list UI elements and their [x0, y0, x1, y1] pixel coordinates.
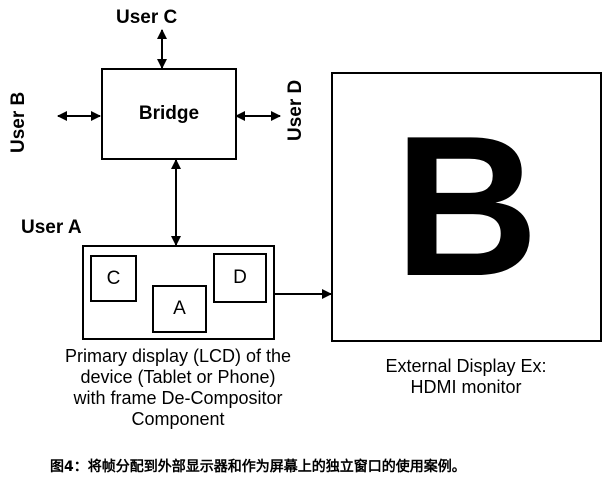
primary-display-caption: Primary display (LCD) of the device (Tab… [64, 346, 292, 429]
window-a-label: A [173, 298, 186, 319]
external-display-caption: External Display Ex: HDMI monitor [385, 356, 547, 397]
window-c: C [90, 255, 137, 302]
external-display-letter: B [394, 95, 539, 318]
figure-caption: 图4：将帧分配到外部显示器和作为屏幕上的独立窗口的使用案例。 [50, 459, 466, 475]
bridge-label: Bridge [138, 103, 200, 124]
primary-display-box: C A D [82, 245, 275, 340]
user-c-label: User C [116, 7, 178, 28]
window-a: A [152, 285, 207, 333]
window-c-label: C [106, 267, 121, 289]
window-d-label: D [233, 267, 247, 288]
user-b-label: User B [8, 91, 29, 153]
user-a-label: User A [21, 217, 82, 238]
user-d-label: User D [285, 79, 306, 141]
bridge-box: Bridge [101, 68, 237, 160]
window-d: D [213, 253, 267, 303]
external-display-box: B [331, 72, 602, 342]
